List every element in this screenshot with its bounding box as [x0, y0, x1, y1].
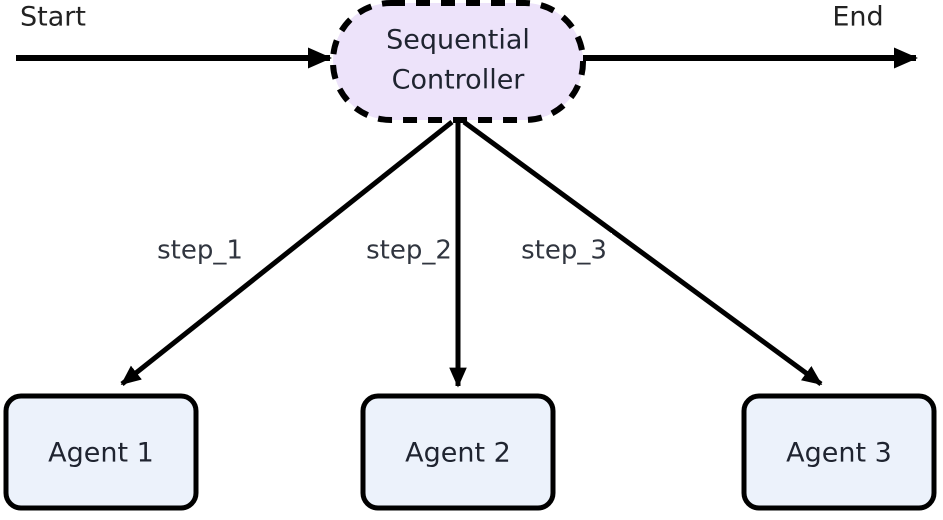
controller-shape[interactable]: [330, 0, 586, 123]
controller-label-line-1: Sequential: [386, 25, 530, 56]
edge-step-1-line: [120, 120, 454, 386]
node-agent-1[interactable]: Agent 1: [3, 393, 199, 511]
edge-step-3: [462, 119, 823, 387]
agent-3-shape[interactable]: [741, 393, 937, 511]
edge-label-step-2-group: step_2: [361, 233, 455, 269]
agent-1-shape[interactable]: [3, 393, 199, 511]
edge-step-1: [120, 120, 454, 386]
edge-label-step-3: step_3: [521, 236, 607, 266]
edge-label-step-1: step_1: [157, 236, 243, 266]
node-sequential-controller[interactable]: Sequential Controller: [330, 0, 586, 123]
agent-1-label: Agent 1: [48, 438, 154, 469]
node-agent-3[interactable]: Agent 3: [741, 393, 937, 511]
edge-label-step-1-backdrop: [152, 233, 248, 269]
agent-2-label: Agent 2: [405, 438, 511, 469]
start-label: Start: [20, 2, 86, 33]
node-agent-2[interactable]: Agent 2: [360, 393, 556, 511]
edge-label-step-1-group: step_1: [152, 233, 248, 269]
edge-label-step-2: step_2: [366, 236, 452, 266]
end-label: End: [832, 2, 883, 33]
controller-label-line-2: Controller: [392, 65, 526, 96]
edge-label-step-3-group: step_3: [516, 233, 612, 269]
edge-label-step-2-backdrop: [361, 233, 455, 269]
edge-label-step-3-backdrop: [516, 233, 612, 269]
edge-step-3-line: [462, 119, 823, 387]
agent-2-shape[interactable]: [360, 393, 556, 511]
agent-3-label: Agent 3: [786, 438, 892, 469]
